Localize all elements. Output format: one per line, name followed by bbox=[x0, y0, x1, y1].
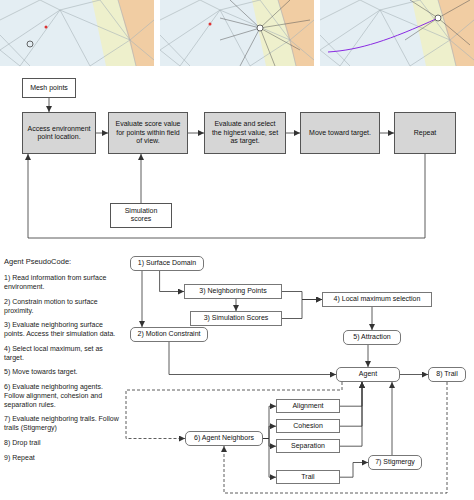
node-text: 3) Neighboring Points bbox=[199, 287, 266, 295]
rule-box: Separation bbox=[276, 439, 340, 453]
list-item: 1) Read information from surface environ… bbox=[4, 274, 120, 292]
step-box: 7) Stigmergy bbox=[368, 455, 422, 470]
connector bbox=[28, 154, 425, 238]
connector bbox=[188, 133, 204, 134]
mesh-panel bbox=[0, 0, 154, 66]
step-box: 3) Neighboring Points bbox=[184, 284, 282, 299]
connector bbox=[340, 382, 362, 446]
connector bbox=[160, 271, 184, 292]
input-box: Simulation scores bbox=[110, 203, 172, 228]
step-box: 2) Motion Constraint bbox=[130, 327, 208, 342]
connector bbox=[263, 439, 276, 478]
node-text: 8) Trail bbox=[436, 370, 457, 378]
process-box: Evaluate and select the highest value, s… bbox=[204, 112, 286, 154]
connector bbox=[169, 342, 336, 375]
node-text: 2) Motion Constraint bbox=[137, 330, 200, 338]
connector bbox=[380, 133, 394, 134]
mesh-panel bbox=[320, 0, 474, 66]
node-text: 5) Attraction bbox=[353, 333, 390, 341]
pseudocode-list: Agent PseudoCode: 1) Read information fro… bbox=[4, 257, 120, 468]
connector bbox=[263, 439, 276, 447]
list-item: 3) Evaluate neighboring surface points. … bbox=[4, 321, 120, 339]
process-box: Repeat bbox=[394, 112, 456, 154]
connector bbox=[141, 154, 142, 203]
node-text: Evaluate score value for points within f… bbox=[113, 120, 183, 145]
step-box: 1) Surface Domain bbox=[130, 256, 204, 271]
list-item: 5) Move towards target. bbox=[4, 368, 120, 377]
rule-box: Cohesion bbox=[276, 419, 340, 433]
list-item: 7) Evaluate neighboring trails. Follow t… bbox=[4, 415, 120, 433]
mesh-panel bbox=[160, 0, 314, 66]
list-item: 8) Drop trail bbox=[4, 439, 120, 448]
rule-box: Alignment bbox=[276, 399, 340, 413]
list-heading: Agent PseudoCode: bbox=[4, 257, 120, 266]
connector bbox=[400, 374, 428, 375]
node-text: Access environment point location. bbox=[27, 125, 91, 142]
connector bbox=[372, 307, 373, 330]
connector bbox=[368, 345, 369, 367]
connector bbox=[282, 292, 322, 300]
node-text: Repeat bbox=[414, 129, 437, 137]
agent-box: Agent bbox=[336, 367, 400, 382]
node-text: Alignment bbox=[292, 402, 323, 410]
node-text: Move toward target. bbox=[309, 129, 371, 137]
step-box: 3) Simulation Scores bbox=[190, 311, 282, 326]
node-text: Evaluate and select the highest value, s… bbox=[209, 120, 281, 145]
node-text: Agent bbox=[359, 370, 377, 378]
connector bbox=[392, 382, 393, 455]
node-text: Simulation scores bbox=[115, 207, 167, 224]
node-text: Trail bbox=[301, 473, 314, 481]
connector bbox=[340, 463, 368, 478]
node-text: 4) Local maximum selection bbox=[334, 295, 421, 303]
node-text: 6) Agent Neighbors bbox=[194, 434, 254, 442]
step-box: 6) Agent Neighbors bbox=[185, 431, 263, 446]
connector bbox=[263, 426, 276, 438]
step-box: 8) Trail bbox=[428, 367, 466, 382]
connector bbox=[236, 299, 237, 311]
mesh-illustration bbox=[0, 0, 474, 70]
process-box: Move toward target. bbox=[300, 112, 380, 154]
node-text: Separation bbox=[291, 442, 325, 450]
rule-box: Trail bbox=[276, 470, 340, 484]
connector bbox=[340, 382, 362, 406]
list-item: 6) Evaluate neighboring agents. Follow a… bbox=[4, 383, 120, 409]
node-text: 7) Stigmergy bbox=[375, 458, 415, 466]
connector bbox=[340, 382, 362, 426]
connector bbox=[49, 98, 50, 112]
connector bbox=[263, 406, 276, 438]
node-text: 3) Simulation Scores bbox=[204, 314, 269, 322]
list-item: 9) Repeat bbox=[4, 454, 120, 463]
connector bbox=[96, 133, 108, 134]
node-text: Mesh points bbox=[30, 84, 68, 92]
connector bbox=[142, 271, 143, 327]
node-text: Cohesion bbox=[293, 422, 323, 430]
input-box: Mesh points bbox=[22, 78, 76, 98]
step-box: 5) Attraction bbox=[343, 330, 401, 345]
process-box: Evaluate score value for points within f… bbox=[108, 112, 188, 154]
list-item: 2) Constrain motion to surface proximity… bbox=[4, 298, 120, 316]
list-item: 4) Select local maximum, set as target. bbox=[4, 345, 120, 363]
connector bbox=[286, 133, 300, 134]
node-text: 1) Surface Domain bbox=[138, 259, 196, 267]
process-box: Access environment point location. bbox=[22, 112, 96, 154]
connector bbox=[282, 300, 322, 319]
step-box: 4) Local maximum selection bbox=[322, 292, 432, 307]
